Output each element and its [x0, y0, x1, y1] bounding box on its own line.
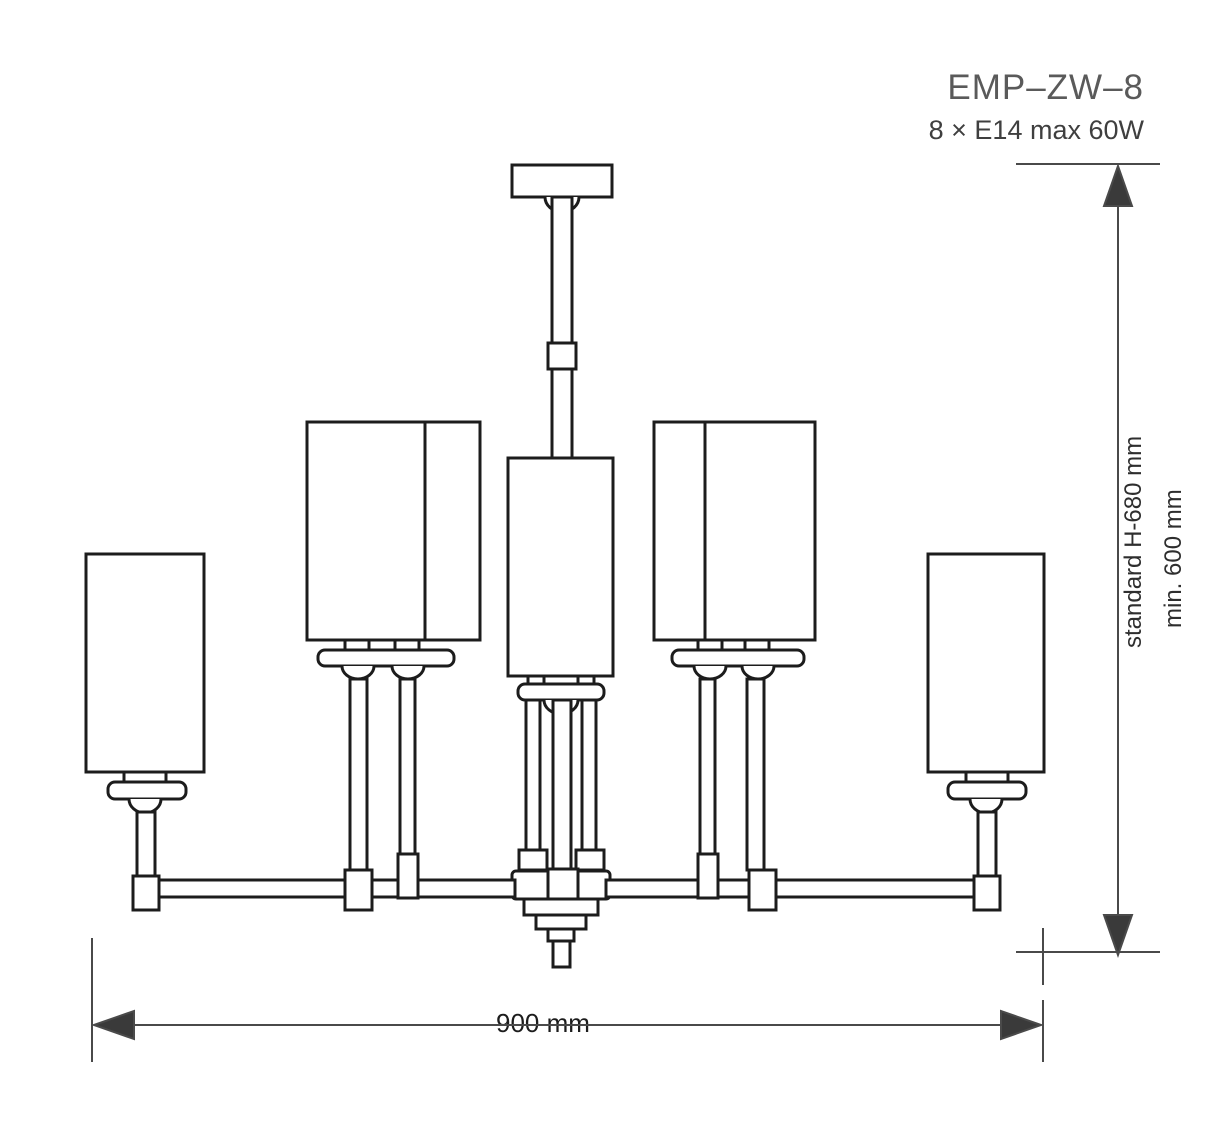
shade-right-inner-rear [652, 420, 817, 642]
shade-right-outer [926, 552, 1046, 774]
lamp-right-inner-pair [652, 420, 817, 912]
lamp-right-outer [926, 552, 1046, 912]
center-hub [510, 867, 612, 969]
lamp-left-inner-pair [305, 420, 482, 912]
lamp-left-outer [84, 552, 206, 912]
center-column [517, 698, 606, 872]
shade-left-inner-rear [305, 420, 482, 642]
suspension-rod [546, 195, 578, 461]
shade-center [506, 456, 615, 678]
width-arrow-right [1000, 1009, 1045, 1041]
width-dimension-label: 900 mm [487, 1008, 599, 1039]
bulb-spec-label: 8 × E14 max 60W [928, 115, 1144, 145]
height-arrow-bottom [1102, 914, 1134, 959]
height-arrow-top [1102, 162, 1134, 207]
shade-left-outer [84, 552, 206, 774]
model-title: EMP–ZW–8 [947, 68, 1144, 107]
dimension-lines [90, 162, 1160, 1062]
width-arrow-left [90, 1009, 135, 1041]
